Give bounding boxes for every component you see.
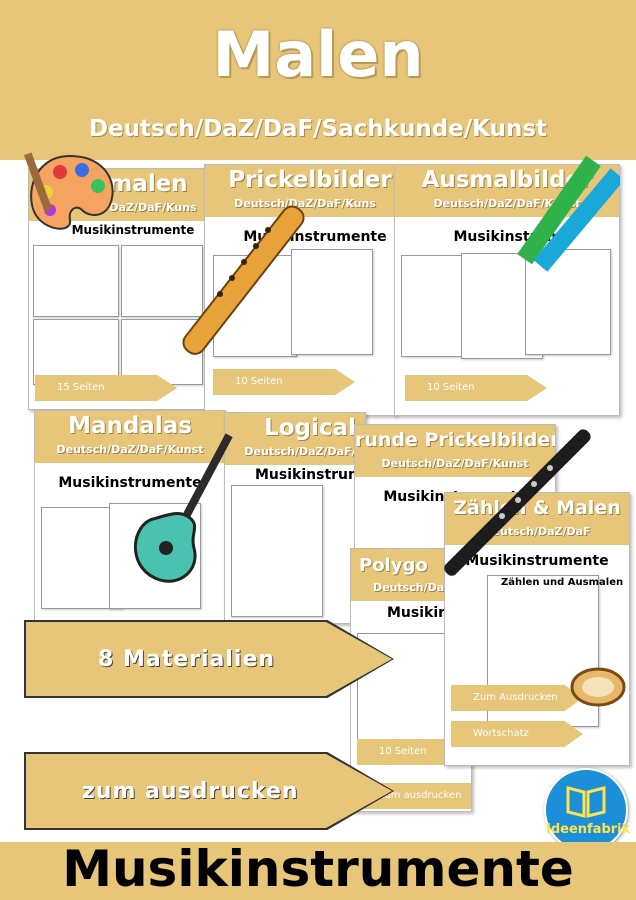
palette-icon xyxy=(23,152,114,230)
book-icon xyxy=(566,786,606,818)
footer-band xyxy=(0,842,636,900)
worksheet-thumbnail xyxy=(231,485,323,617)
print-tag: Zum Ausdrucken xyxy=(451,685,583,711)
card-subtitle: Deutsch/DaZ/DaF/Kunst xyxy=(381,457,529,470)
worksheet-thumbnail xyxy=(525,249,611,355)
pages-tag: 10 Seiten xyxy=(405,375,547,401)
badge-label: Ideenfabrik xyxy=(546,822,631,837)
pencils-icon xyxy=(517,155,620,272)
pages-tag: 15 Seiten xyxy=(35,375,177,401)
vocabulary-tag: Wortschatz xyxy=(451,721,583,747)
card-topic: Musikinstrumente xyxy=(58,475,202,491)
card-topic: Musikinstrume xyxy=(255,467,366,483)
footer-title: Musikinstrumente xyxy=(62,840,574,898)
card-topic: Musikins xyxy=(387,605,457,621)
worksheet-thumbnail xyxy=(291,249,373,355)
materials-arrow: 8 Materialien xyxy=(26,622,392,696)
header-band xyxy=(0,0,636,160)
page-subtitle: Deutsch/DaZ/DaF/Sachkunde/Kunst xyxy=(88,116,548,142)
card-title: Logical xyxy=(264,415,356,441)
recorder-icon xyxy=(182,205,305,355)
card-subtitle: Deutsch/DaZ/DaF/Kuns xyxy=(234,197,376,210)
pages-tag: 10 Seiten xyxy=(213,369,355,395)
card-header xyxy=(205,165,395,217)
worksheet-thumbnail xyxy=(33,245,119,317)
card-title: runde Prickelbilder xyxy=(355,429,556,451)
tambourine-icon xyxy=(570,667,626,707)
card-subtitle: Deutsch/DaZ/DaF/ xyxy=(244,445,356,458)
card-subtitle: Deutsch/Da xyxy=(373,581,445,594)
card-title: malen xyxy=(108,171,188,197)
print-label: zum ausdrucken xyxy=(82,778,299,804)
card-subtitle: Deutsch/DaZ/DaF/Kunst xyxy=(56,443,204,456)
materials-label: 8 Materialien xyxy=(98,646,276,672)
card-title: Mandalas xyxy=(68,413,192,439)
card-header xyxy=(35,411,225,463)
page-title: Malen xyxy=(212,18,424,91)
card-subtitle: DaZ/DaF/Kuns xyxy=(109,201,197,214)
card-subtitle: Deutsch/DaZ/DaF xyxy=(483,525,591,538)
guitar-icon xyxy=(134,433,233,583)
print-arrow: zum ausdrucken xyxy=(26,754,392,828)
card-mandalas: Mandalas Deutsch/DaZ/DaF/Kunst Musikinst… xyxy=(34,410,226,624)
card-title: Prickelbilder xyxy=(228,167,392,193)
card-subtitle: Deutsch/DaZ/DaF/Kunst xyxy=(433,197,581,210)
card-title: Polygo xyxy=(359,555,428,576)
ideenfabrik-logo: Ideenfabrik xyxy=(544,768,631,852)
card-topic: Musikinstrumente xyxy=(71,223,195,237)
card-header xyxy=(355,425,555,477)
card-title: Zählen & Malen xyxy=(453,497,621,519)
worksheet-heading: Zählen und Ausmalen xyxy=(501,577,624,588)
clarinet-icon xyxy=(444,429,591,576)
worksheet-thumbnail xyxy=(33,319,119,385)
card-header xyxy=(225,413,365,465)
worksheet-thumbnail xyxy=(121,245,203,317)
card-topic: Musikinstrumente xyxy=(465,553,609,569)
